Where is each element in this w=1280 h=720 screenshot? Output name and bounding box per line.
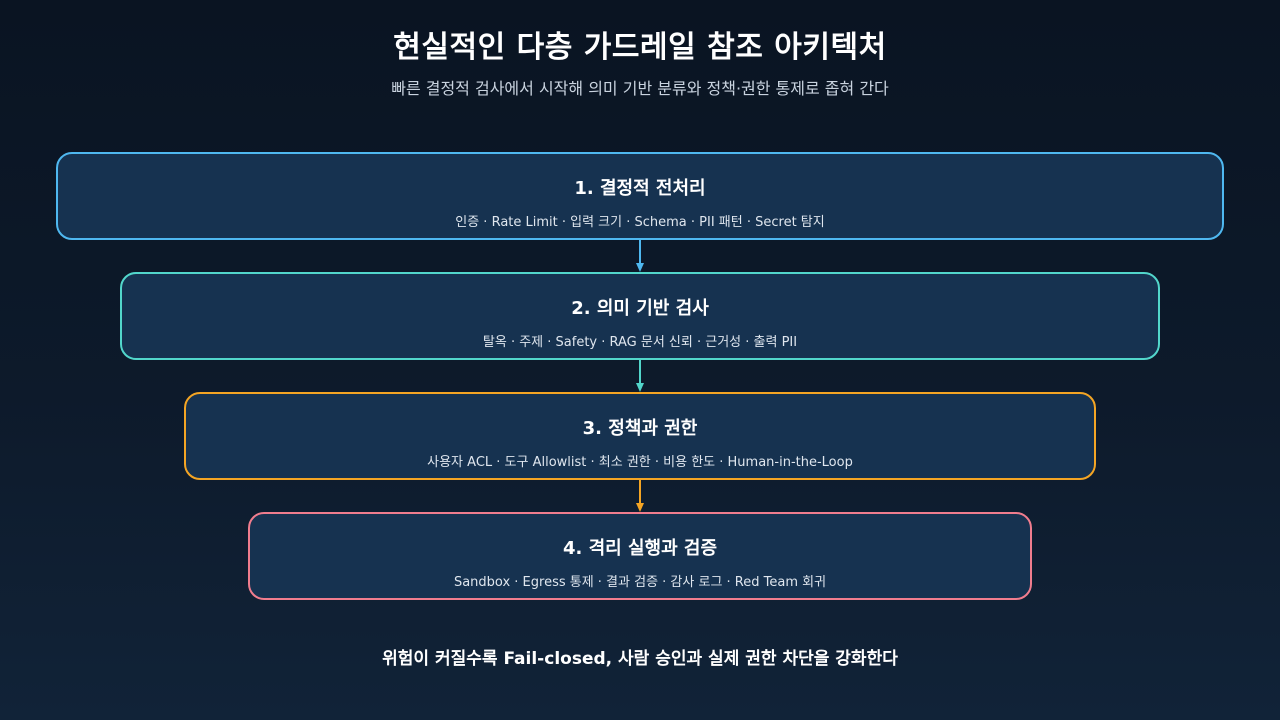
stage-title: 4. 격리 실행과 검증 [562, 538, 718, 559]
stage-title: 2. 의미 기반 검사 [571, 298, 709, 319]
stage-title: 1. 결정적 전처리 [574, 178, 706, 199]
stage-description: 인증 · Rate Limit · 입력 크기 · Schema · PII 패… [455, 215, 825, 230]
stage-policy-and-permission: 3. 정책과 권한 사용자 ACL · 도구 Allowlist · 최소 권한… [184, 392, 1096, 480]
arrow-down-icon [636, 360, 644, 392]
stage-isolated-execution: 4. 격리 실행과 검증 Sandbox · Egress 통제 · 결과 검증… [248, 512, 1032, 600]
stage-deterministic-preprocessing: 1. 결정적 전처리 인증 · Rate Limit · 입력 크기 · Sch… [56, 152, 1224, 240]
stage-description: 사용자 ACL · 도구 Allowlist · 최소 권한 · 비용 한도 ·… [427, 455, 853, 470]
stage-semantic-inspection: 2. 의미 기반 검사 탈옥 · 주제 · Safety · RAG 문서 신뢰… [120, 272, 1160, 360]
stage-description: 탈옥 · 주제 · Safety · RAG 문서 신뢰 · 근거성 · 출력 … [482, 335, 798, 350]
diagram-title: 현실적인 다층 가드레일 참조 아키텍처 [393, 30, 887, 65]
diagram-footer: 위험이 커질수록 Fail-closed, 사람 승인과 실제 권한 차단을 강… [382, 649, 898, 669]
arrow-down-icon [636, 480, 644, 512]
arrow-down-icon [636, 240, 644, 272]
stage-description: Sandbox · Egress 통제 · 결과 검증 · 감사 로그 · Re… [453, 575, 827, 590]
stage-title: 3. 정책과 권한 [582, 418, 698, 439]
diagram-subtitle: 빠른 결정적 검사에서 시작해 의미 기반 분류와 정책·권한 통제로 좁혀 간… [391, 79, 889, 98]
